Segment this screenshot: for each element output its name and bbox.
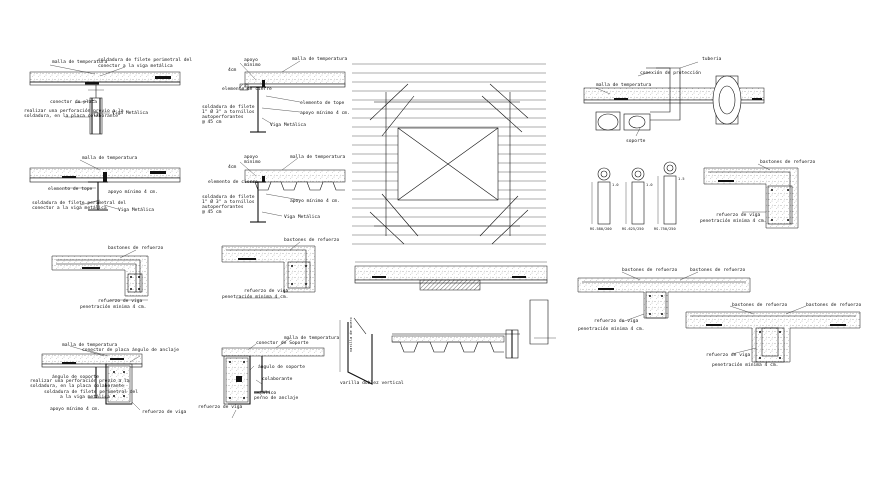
label-soldadura-5c: autoperforantes: [202, 114, 244, 120]
detail-connector-section: malla de temperatura soldadura de filete…: [24, 57, 192, 135]
label-malla-5: malla de temperatura: [292, 56, 348, 62]
label-apoyo: apoyo mínimo 4 cm.: [108, 188, 158, 195]
label-malla-8: malla de temperatura: [284, 335, 340, 341]
label-viga: Viga Metálica: [112, 109, 148, 116]
label-apoyo2-5: apoyo mínimo 4 cm.: [300, 109, 350, 116]
label-cm-5: 4cm: [228, 67, 237, 73]
detail-beam-reinforcement-1: bastones de refuerzo bastones de refuerz…: [577, 267, 751, 332]
label-malla-2: malla de temperatura: [82, 155, 138, 161]
label-viga-2: Viga Metálica: [118, 206, 154, 213]
label-bastones2-14: bastones de refuerzo: [806, 302, 862, 308]
label-perno-8: perno de anclaje: [254, 395, 298, 401]
label-malla-6: malla de temperatura: [290, 154, 346, 160]
label-conector-4: conector de placa: [82, 347, 129, 353]
label-realizar: realizar una perforación previo a la: [24, 107, 124, 114]
label-soldadura-d2-2: conector a la viga metálica: [32, 204, 107, 211]
label-bastones-12: bastones de refuerzo: [760, 159, 816, 165]
detail-deck-profile: varilla de acero varilla doblez vertical: [339, 299, 556, 386]
label-refuerzo: refuerzo de viga: [98, 298, 142, 304]
label-conector: conector de placa: [50, 99, 97, 105]
label-elemento-6: elemento de cierre: [208, 179, 258, 185]
label-type-2: RS-625/250: [622, 227, 644, 231]
label-soldadura-4: soldadura de filete perimetral del: [44, 389, 138, 395]
label-refuerzo-13: refuerzo de viga: [594, 318, 638, 324]
label-soldadura-2: conector a la viga metálica: [98, 62, 173, 69]
label-elemento-cierre-5: elemento de cierre: [222, 86, 272, 92]
detail-angle-support: malla de temperatura conector de placa á…: [30, 342, 186, 415]
detail-beam-support: malla de temperatura elemento de tope ap…: [29, 155, 181, 213]
label-soldadura-6: soldadura de filete: [202, 194, 255, 200]
label-refuerzo-12: refuerzo de viga: [716, 212, 760, 218]
label-soldadura-6b: 1" Ø 3" a tornillos: [202, 198, 255, 205]
detail-column-connection: malla de temperatura conector de Soporte…: [198, 335, 340, 419]
label-angulo-4: ángulo de anclaje: [132, 346, 179, 353]
label-viga-6: Viga Metálica: [284, 213, 320, 220]
label-dim-2: 1.0: [646, 183, 653, 187]
label-type-3: RS-750/250: [654, 227, 676, 231]
label-soldadura-6d: @ 45 cm: [202, 209, 222, 215]
label-bastones-14: bastones de refuerzo: [732, 302, 788, 308]
label-malla-4: malla de temperatura: [62, 342, 118, 348]
label-apoyo-5: apoyo: [244, 58, 258, 63]
label-varilla2-9: varilla doblez vertical: [340, 380, 404, 386]
label-minimo-5: mínimo: [244, 61, 261, 68]
detail-edge-reinforcement-1: bastones de refuerzo refuerzo de viga pe…: [51, 245, 164, 310]
plan-opening-reinforcement: [352, 63, 548, 291]
label-dim-1: 1.0: [612, 183, 619, 187]
detail-pipe-penetration: malla de temperatura tubería conexión de…: [583, 55, 765, 144]
label-elemento: elemento de tope: [48, 186, 92, 192]
label-metalico-8: metálico: [254, 389, 276, 396]
label-malla: malla de temperatura: [52, 59, 108, 65]
detail-deck-support-2: apoyo mínimo 4cm malla de temperatura el…: [202, 154, 346, 223]
label-refuerzo-4: refuerzo de viga: [142, 409, 186, 415]
detail-edge-reinforcement-3: bastones de refuerzo refuerzo de viga pe…: [700, 159, 816, 229]
label-soldadura: soldadura de filete perimetral del: [98, 57, 192, 63]
label-bastones-13: bastones de refuerzo: [622, 267, 678, 273]
label-penetracion-14: penetración mínima 4 cm.: [712, 361, 778, 368]
label-colaborante-8: colaborante: [262, 376, 293, 382]
label-minimo-6: mínimo: [244, 158, 261, 165]
label-viga-5: Viga Metálica: [270, 121, 306, 128]
label-refuerzo-8: refuerzo de viga: [198, 404, 242, 410]
label-soldadura-d2: soldadura de filete perimetral del: [32, 200, 126, 206]
label-apoyo-4: apoyo mínimo 4 cm.: [50, 405, 100, 412]
label-elemento-5: elemento de tope: [300, 100, 344, 106]
label-penetracion-12: penetración mínima 4 cm.: [700, 217, 766, 224]
label-bastones-7: bastones de refuerzo: [284, 237, 340, 243]
detail-edge-reinforcement-2: bastones de refuerzo refuerzo de viga pe…: [221, 237, 340, 300]
label-soporte-10: soporte: [626, 138, 646, 144]
label-type-1: RS-580/200: [590, 227, 612, 231]
label-soldadura-5b: 1" Ø 3" a tornillos: [202, 108, 255, 115]
label-apoyo2-6: apoyo mínimo 4 cm.: [290, 197, 340, 204]
label-bastones2-13: bastones de refuerzo: [690, 267, 746, 273]
label-cm-6: 4cm: [228, 164, 237, 170]
label-conexion-10: conexión de protección: [640, 69, 701, 76]
label-tuberia-10: tubería: [702, 55, 722, 62]
label-refuerzo-7: refuerzo de viga: [244, 288, 288, 294]
detail-deck-support-1: apoyo mínimo 4cm malla de temperatura el…: [202, 56, 350, 133]
label-angulo-8: ángulo de soporte: [258, 363, 305, 370]
label-penetracion-13: penetración mínima 4 cm.: [578, 325, 644, 332]
label-angulo2-4: ángulo de soporte: [52, 373, 99, 380]
label-apoyo-6: apoyo: [244, 155, 258, 160]
label-soldadura-5: soldadura de filete: [202, 104, 255, 110]
label-soldadura-6c: autoperforantes: [202, 204, 244, 210]
label-malla-10: malla de temperatura: [596, 82, 652, 88]
detail-beam-reinforcement-2: bastones de refuerzo bastones de refuerz…: [685, 302, 862, 368]
label-conector-8: conector de Soporte: [256, 340, 309, 346]
label-penetracion: penetración mínima 4 cm.: [80, 303, 146, 310]
label-realizar-2: soldadura, en la placa colaborante: [24, 113, 118, 119]
label-bastones: bastones de refuerzo: [108, 245, 164, 251]
label-realizar-4b: soldadura, en la placa colaborante: [30, 383, 124, 389]
label-varilla-9: varilla de acero: [349, 317, 353, 352]
label-realizar-4: realizar una perforación previo a la: [30, 377, 130, 384]
label-dim-3: 1.5: [678, 177, 685, 181]
label-soldadura-5d: @ 45 cm: [202, 119, 222, 125]
label-refuerzo-14: refuerzo de viga: [706, 352, 750, 358]
label-penetracion-7: penetración mínima 4 cm.: [222, 293, 288, 300]
label-soldadura-4b: a la viga metálica: [60, 393, 110, 400]
detail-sleeve-types: RS-580/200 RS-625/250 RS-750/250 1.0 1.0…: [590, 161, 685, 231]
